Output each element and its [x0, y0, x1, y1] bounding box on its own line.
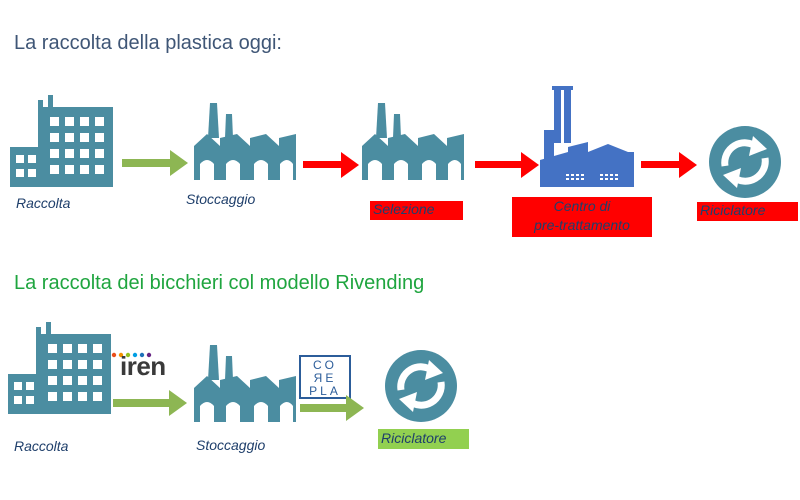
- step-label-raccolta: Raccolta: [16, 195, 71, 211]
- iren-logo: iren: [110, 345, 190, 385]
- iren-logo-text: iren: [120, 351, 166, 381]
- recycle-icon: [385, 350, 457, 422]
- arrow-red: [475, 152, 539, 178]
- arrow-green: [300, 395, 364, 421]
- step-label-stoccaggio: Stoccaggio: [186, 191, 256, 207]
- arrow-green: [113, 390, 187, 416]
- recycle-icon: [709, 126, 781, 198]
- industrial-plant-icon: [540, 86, 634, 187]
- office-building-icon: [10, 95, 113, 187]
- section-title-current: La raccolta della plastica oggi:: [14, 32, 282, 54]
- step-label-pretrattamento: Centro di pre-trattamento: [512, 197, 652, 237]
- step-label-stoccaggio: Stoccaggio: [196, 437, 266, 453]
- arrow-red: [641, 152, 697, 178]
- step-label-raccolta: Raccolta: [14, 438, 69, 454]
- factory-icon: [194, 345, 296, 422]
- corepla-logo-row2: ЯE: [313, 371, 337, 385]
- corepla-logo-row1: CO: [313, 358, 337, 372]
- step-label-riciclatore: Riciclatore: [697, 202, 798, 221]
- arrow-green: [122, 150, 188, 176]
- arrow-red: [303, 152, 359, 178]
- section-title-rivending: La raccolta dei bicchieri col modello Ri…: [14, 272, 425, 294]
- step-label-selezione: Selezione: [370, 201, 463, 220]
- factory-icon: [194, 103, 296, 180]
- office-building-icon: [8, 322, 111, 414]
- factory-icon: [362, 103, 464, 180]
- step-label-pretrattamento-line1: Centro di: [553, 198, 611, 214]
- step-label-riciclatore: Riciclatore: [378, 429, 469, 449]
- corepla-logo: CO ЯE PLA: [299, 355, 351, 399]
- corepla-logo-row3: PLA: [309, 384, 341, 398]
- step-label-pretrattamento-line2: pre-trattamento: [534, 217, 630, 233]
